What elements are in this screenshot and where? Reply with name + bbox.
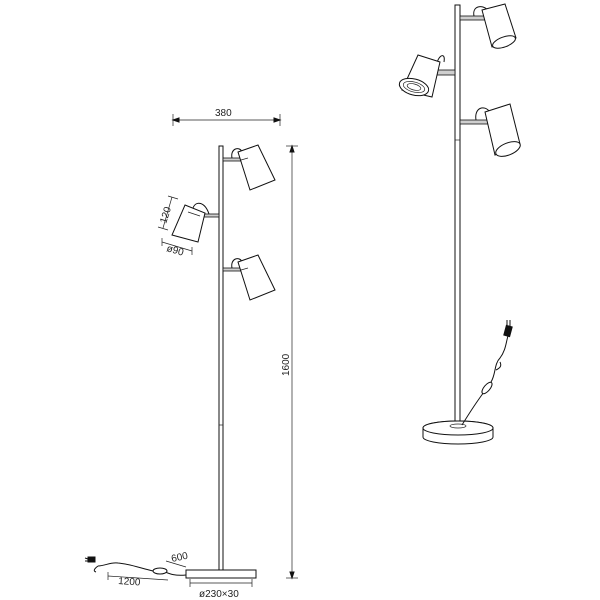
perspective-cord-switch bbox=[481, 381, 493, 395]
perspective-cord bbox=[461, 320, 513, 426]
side-view: 380 120 ø9 bbox=[84, 108, 298, 600]
cord-length-label: 1200 bbox=[118, 576, 141, 589]
side-lamp-head-left bbox=[171, 202, 220, 243]
shade-diameter-label: ø90 bbox=[165, 243, 185, 258]
side-base: ø230×30 bbox=[185, 569, 257, 600]
side-cord: 600 1200 bbox=[84, 551, 189, 589]
cord-switch-label: 600 bbox=[170, 551, 189, 565]
height-label: 1600 bbox=[281, 353, 292, 376]
base-label: ø230×30 bbox=[199, 589, 239, 600]
side-pole bbox=[218, 145, 224, 571]
perspective-lamp-head-top bbox=[459, 3, 517, 49]
side-lamp-head-bottom bbox=[222, 254, 276, 301]
width-dimension: 380 bbox=[171, 108, 282, 126]
perspective-lamp-head-left bbox=[398, 54, 456, 98]
perspective-plug bbox=[503, 324, 513, 338]
perspective-lamp-head-bottom bbox=[459, 103, 521, 157]
shade-height-label: 120 bbox=[158, 205, 174, 225]
perspective-pole bbox=[454, 4, 461, 423]
shade-diameter-dimension: ø90 bbox=[161, 238, 193, 259]
perspective-base bbox=[422, 420, 494, 445]
shade-height-dimension: 120 bbox=[157, 195, 179, 231]
cord-switch bbox=[152, 567, 168, 575]
side-lamp-head-top bbox=[222, 144, 276, 191]
width-label: 380 bbox=[215, 108, 232, 119]
side-plug bbox=[87, 556, 96, 563]
perspective-view bbox=[398, 3, 521, 445]
height-dimension: 1600 bbox=[281, 144, 298, 580]
